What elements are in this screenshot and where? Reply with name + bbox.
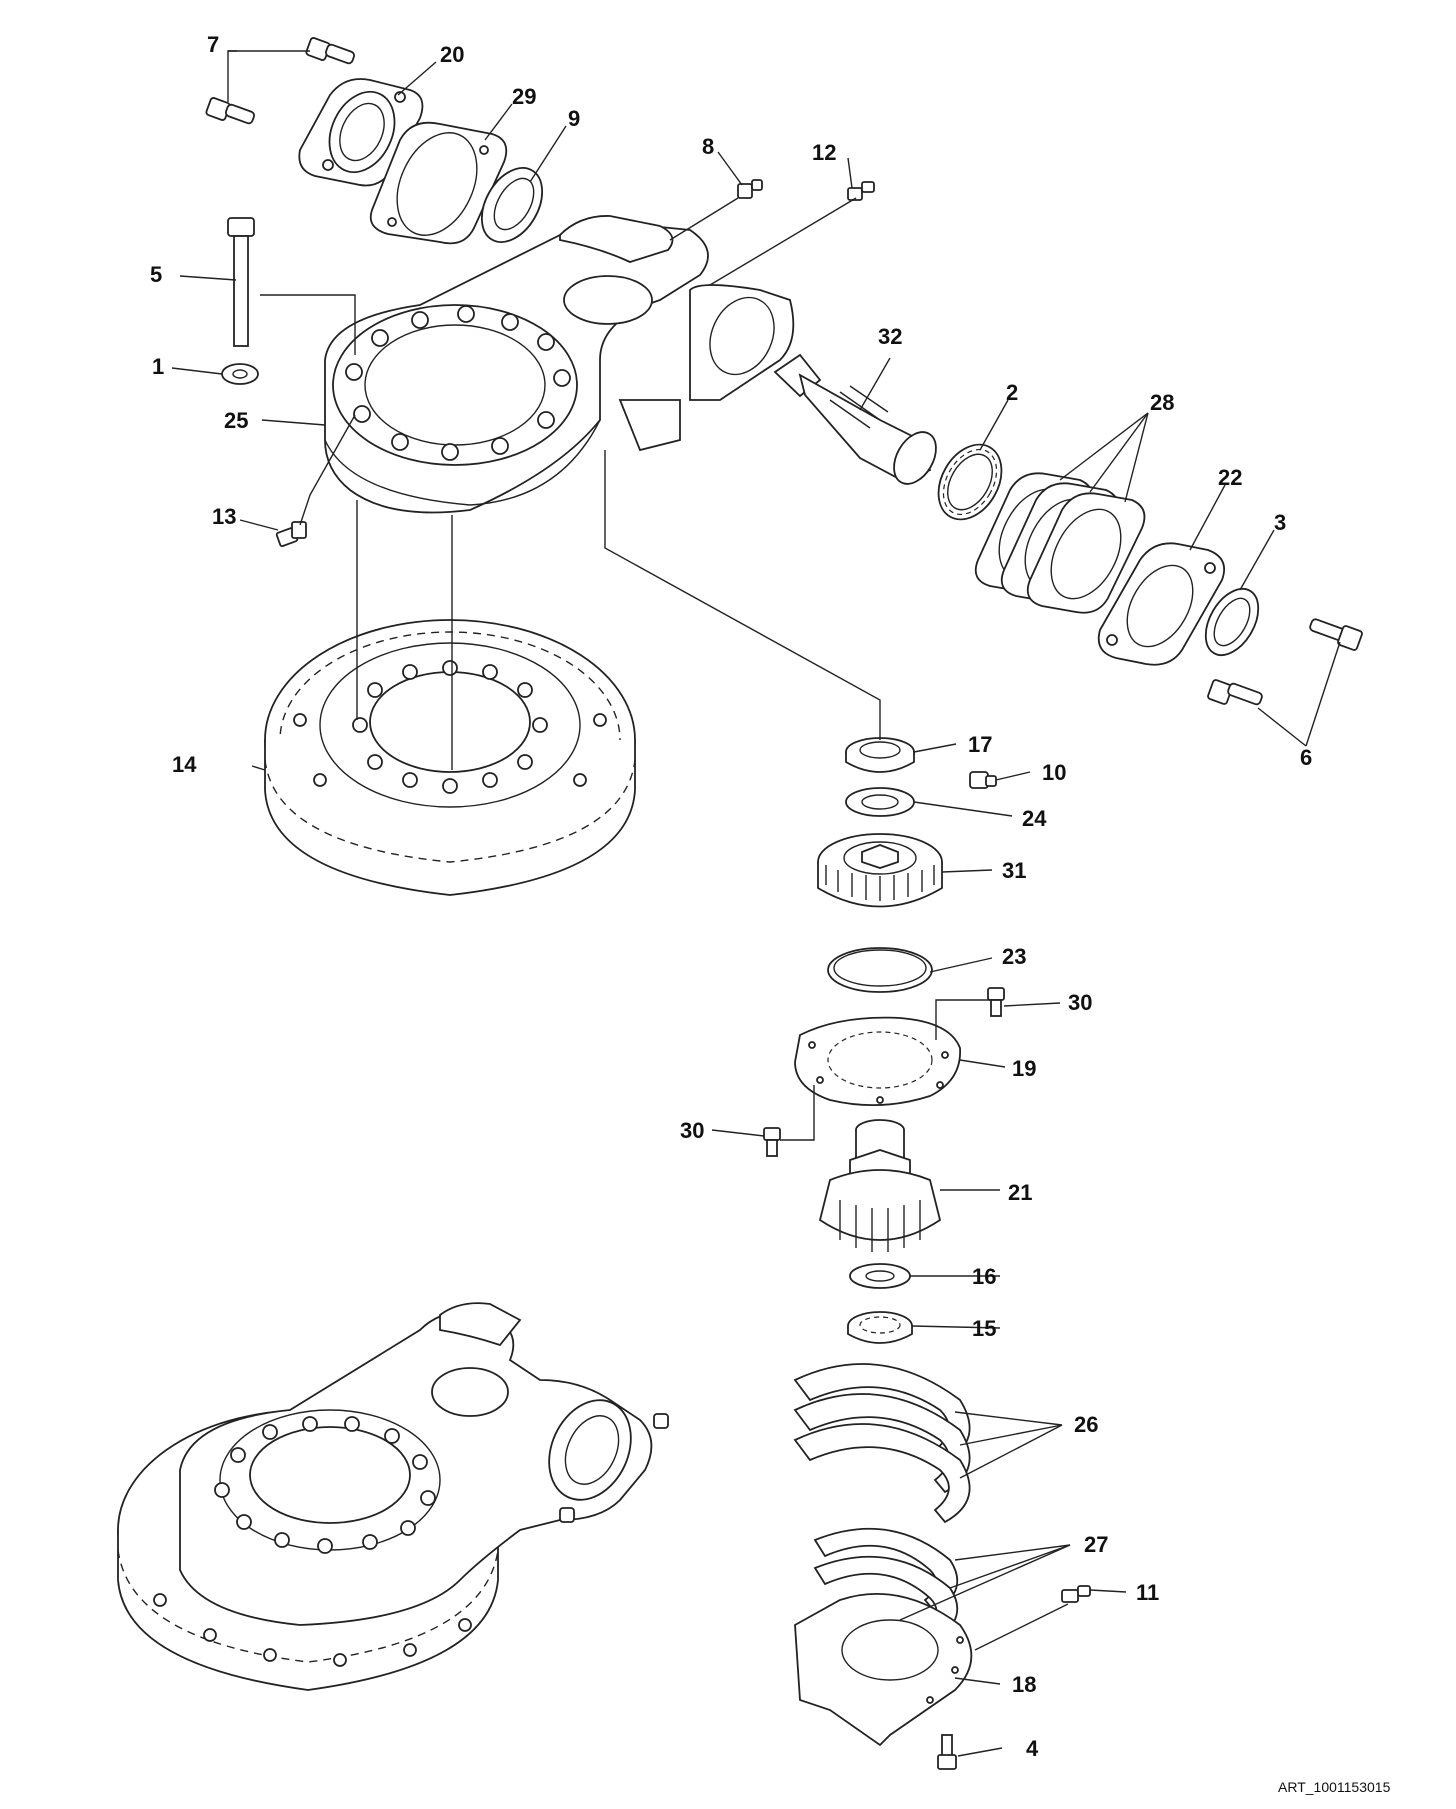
shaft-32 xyxy=(773,353,937,485)
callout-23: 23 xyxy=(1002,944,1026,969)
callout-16: 16 xyxy=(972,1264,996,1289)
callout-21: 21 xyxy=(1008,1180,1032,1205)
main-housing-25 xyxy=(324,215,795,514)
gear-31 xyxy=(817,833,943,908)
callout-32: 32 xyxy=(878,324,902,349)
washer-24 xyxy=(845,787,915,817)
plug-10 xyxy=(969,771,997,789)
callout-30-lower: 30 xyxy=(680,1118,704,1143)
callout-2: 2 xyxy=(1006,380,1018,405)
callout-18: 18 xyxy=(1012,1672,1036,1697)
callout-30-upper: 30 xyxy=(1068,990,1092,1015)
slewing-gear-14 xyxy=(264,619,636,896)
callout-6: 6 xyxy=(1300,745,1312,770)
callout-15: 15 xyxy=(972,1316,996,1341)
bearing-housing-20 xyxy=(298,78,424,187)
callout-24: 24 xyxy=(1022,806,1047,831)
bearing-housing-22 xyxy=(1097,542,1226,666)
bolt-4 xyxy=(937,1734,957,1770)
bolt-30-upper xyxy=(987,987,1005,1017)
callout-5: 5 xyxy=(150,262,162,287)
bolt-7-upper xyxy=(305,37,355,65)
callout-28: 28 xyxy=(1150,390,1174,415)
callout-26: 26 xyxy=(1074,1412,1098,1437)
bolt-6-lower xyxy=(1207,679,1263,706)
fitting-12 xyxy=(847,181,875,201)
callout-7: 7 xyxy=(207,32,219,57)
fitting-11 xyxy=(1061,1585,1091,1603)
shims-26 xyxy=(793,1363,971,1524)
callout-31: 31 xyxy=(1002,858,1026,883)
callout-22: 22 xyxy=(1218,465,1242,490)
lower-housing-18 xyxy=(794,1592,973,1747)
pinion-21 xyxy=(818,1119,942,1252)
callout-27: 27 xyxy=(1084,1532,1108,1557)
callout-14: 14 xyxy=(172,752,197,777)
bearing-2 xyxy=(937,443,1003,521)
bolt-5 xyxy=(227,217,255,347)
callout-17: 17 xyxy=(968,732,992,757)
callout-3: 3 xyxy=(1274,510,1286,535)
gasket-29 xyxy=(369,121,508,245)
ring-23 xyxy=(827,947,933,993)
bolt-30-lower xyxy=(763,1127,781,1157)
callout-1: 1 xyxy=(152,354,164,379)
callout-10: 10 xyxy=(1042,760,1066,785)
cover-plate-19 xyxy=(794,1016,961,1107)
callout-12: 12 xyxy=(812,140,836,165)
callout-20: 20 xyxy=(440,42,464,67)
bolt-6-upper xyxy=(1309,618,1363,651)
callout-19: 19 xyxy=(1012,1056,1036,1081)
seal-9 xyxy=(480,167,544,243)
callout-13: 13 xyxy=(212,504,236,529)
art-reference: ART_1001153015 xyxy=(1278,1779,1391,1795)
callout-labels: 7 20 29 9 8 12 5 32 1 2 28 25 22 13 3 17… xyxy=(150,32,1391,1795)
callout-25: 25 xyxy=(224,408,248,433)
bearing-15 xyxy=(847,1311,913,1344)
shims-28 xyxy=(974,472,1146,614)
fitting-8 xyxy=(737,179,763,199)
callout-29: 29 xyxy=(512,84,536,109)
assembled-view xyxy=(117,1302,669,1691)
bolt-7-lower xyxy=(205,97,255,125)
callout-8: 8 xyxy=(702,134,714,159)
washer-16 xyxy=(849,1263,911,1289)
seal-3 xyxy=(1204,588,1260,656)
leader-lines xyxy=(171,50,1341,1757)
washer-1 xyxy=(221,363,259,385)
callout-9: 9 xyxy=(568,106,580,131)
fitting-13 xyxy=(275,521,307,547)
callout-11: 11 xyxy=(1136,1580,1159,1605)
seal-17 xyxy=(845,737,915,773)
callout-4: 4 xyxy=(1026,1736,1039,1761)
